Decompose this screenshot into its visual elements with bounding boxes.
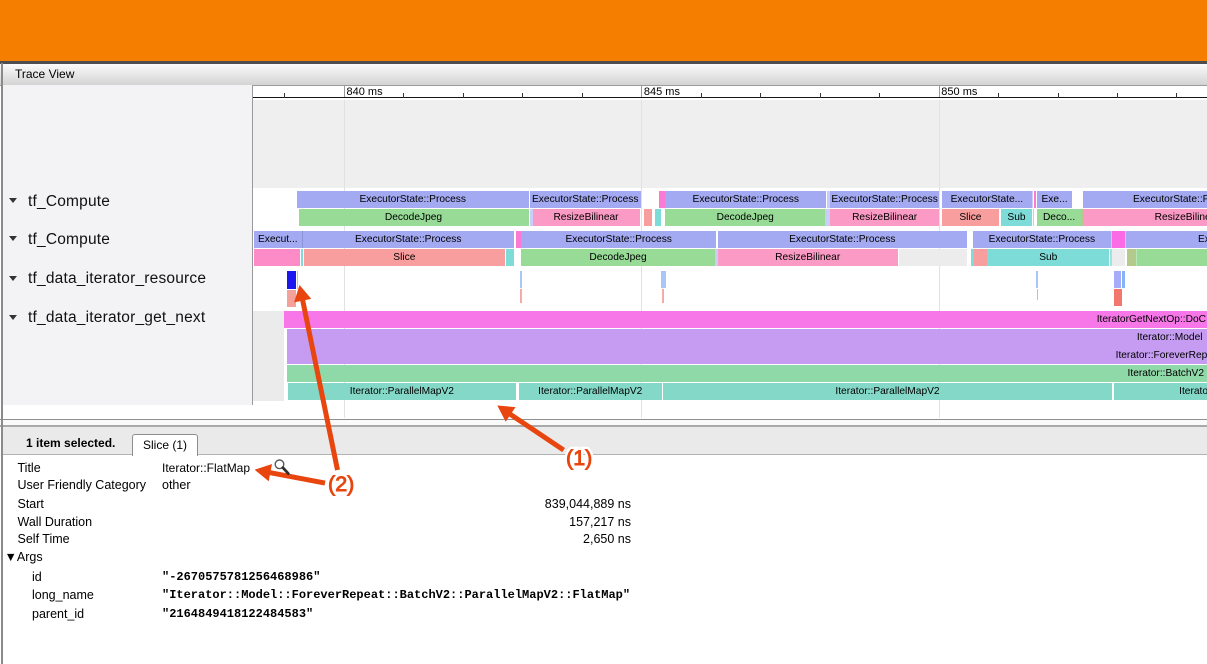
svg-text:(2): (2) (328, 472, 354, 496)
svg-text:(2): (2) (328, 472, 354, 496)
